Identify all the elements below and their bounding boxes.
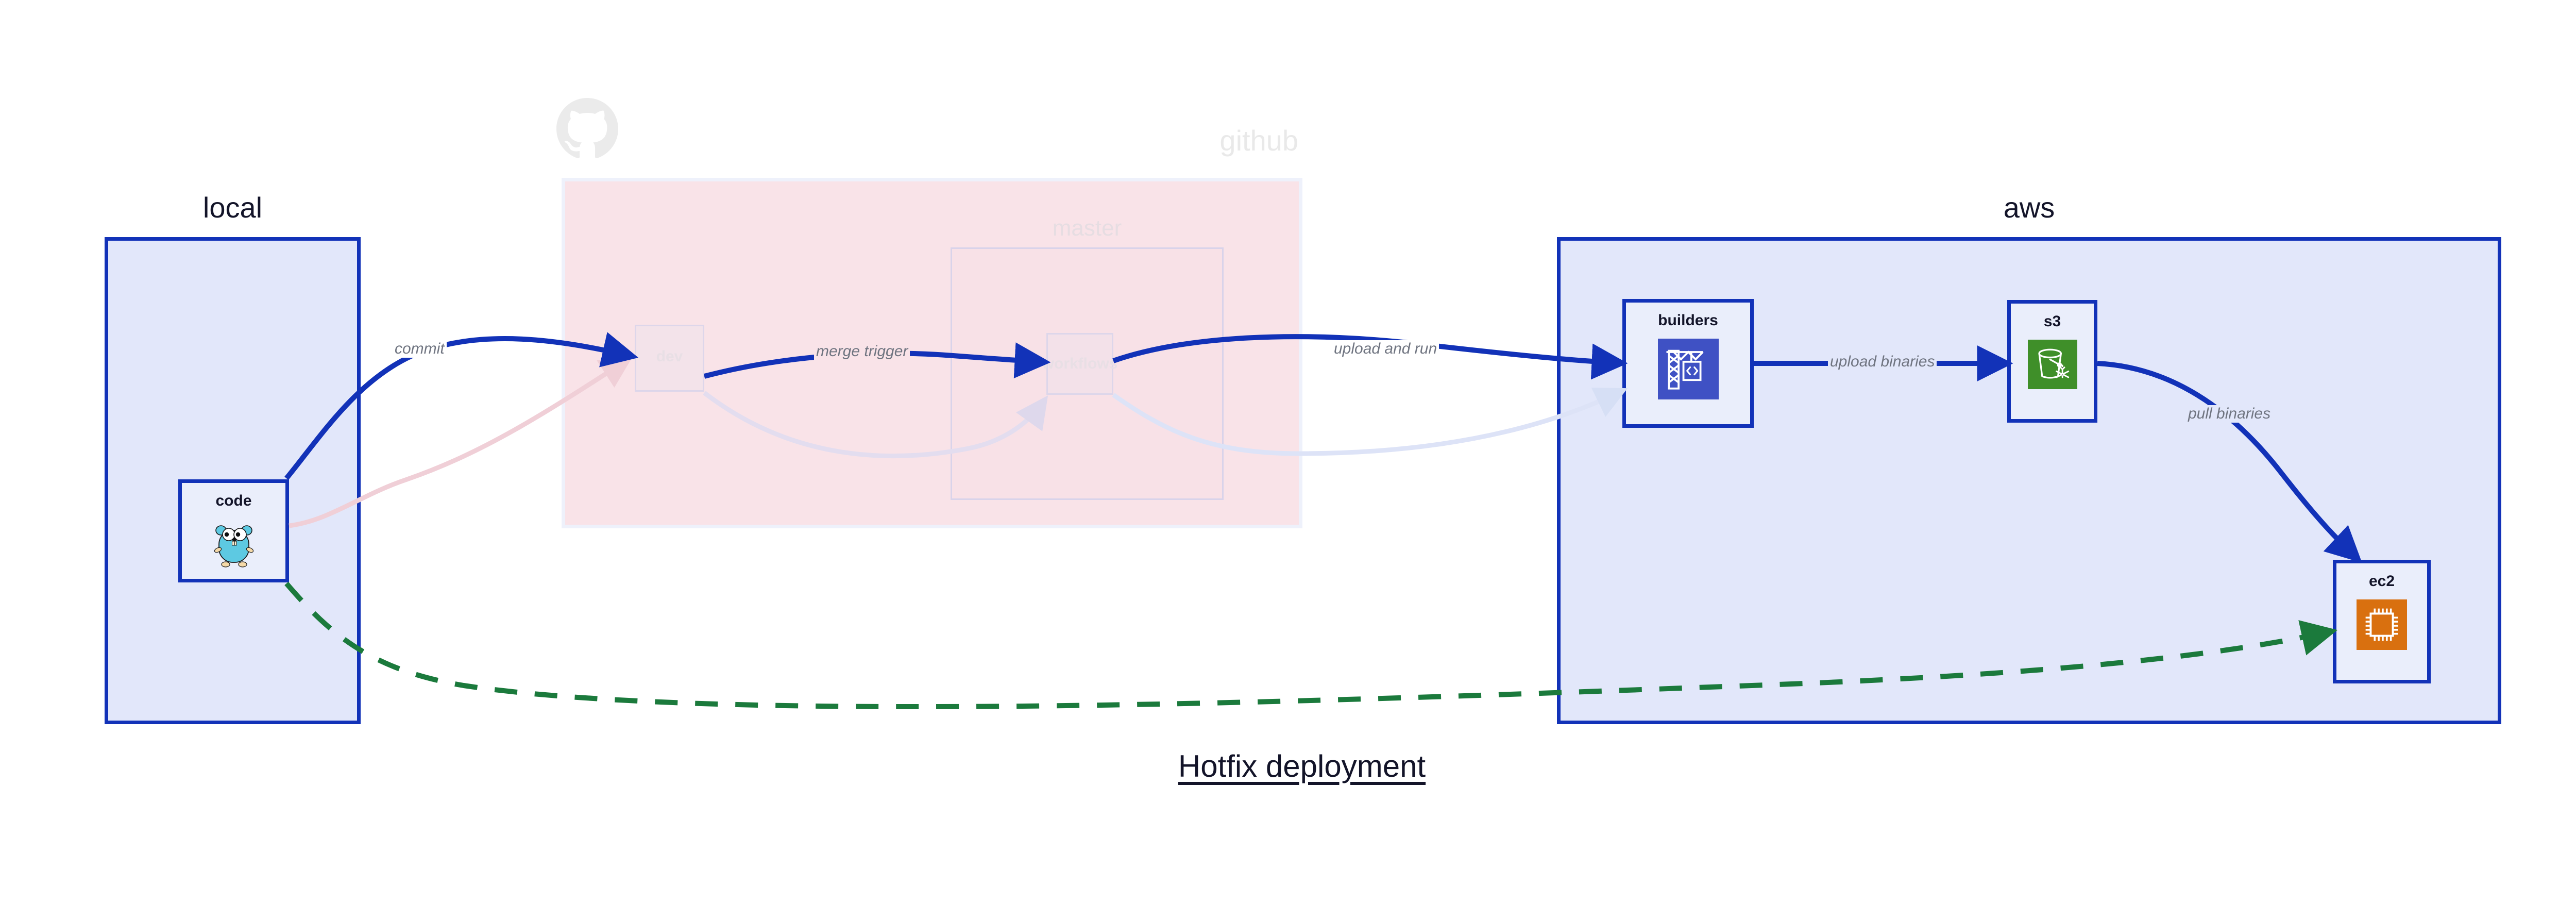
node-code[interactable]: code (178, 479, 289, 582)
node-dev-label: dev (656, 348, 683, 365)
node-builders-label: builders (1658, 312, 1718, 329)
group-label-local: local (202, 191, 263, 224)
edge-label-merge-trigger: merge trigger (814, 343, 910, 360)
node-s3[interactable]: s3 (2007, 300, 2097, 423)
edge-label-upload-binaries: upload binaries (1828, 353, 1937, 371)
github-octocat-icon (556, 98, 618, 159)
aws-s3-glacier-icon (2027, 340, 2077, 389)
node-workflows[interactable]: workflows (1042, 333, 1117, 395)
node-s3-label: s3 (2043, 313, 2061, 330)
node-ec2[interactable]: ec2 (2333, 560, 2431, 683)
aws-ec2-chip-icon (2357, 599, 2407, 650)
diagram-title: Hotfix deployment (1178, 749, 1426, 783)
edge-label-upload-and-run: upload and run (1332, 340, 1439, 358)
group-label-aws: aws (2003, 191, 2055, 224)
node-ec2-label: ec2 (2368, 573, 2395, 590)
node-dev[interactable]: dev (635, 325, 704, 392)
edge-label-pull-binaries: pull binaries (2186, 405, 2273, 423)
aws-codebuild-icon (1657, 339, 1719, 399)
edge-label-commit: commit (393, 340, 447, 358)
go-gopher-icon (214, 525, 253, 567)
group-label-master: master (1052, 215, 1122, 241)
node-code-label: code (215, 492, 252, 509)
node-builders[interactable]: builders (1622, 299, 1754, 428)
node-workflows-label: workflows (1042, 355, 1118, 372)
group-label-github: github (1219, 124, 1298, 157)
